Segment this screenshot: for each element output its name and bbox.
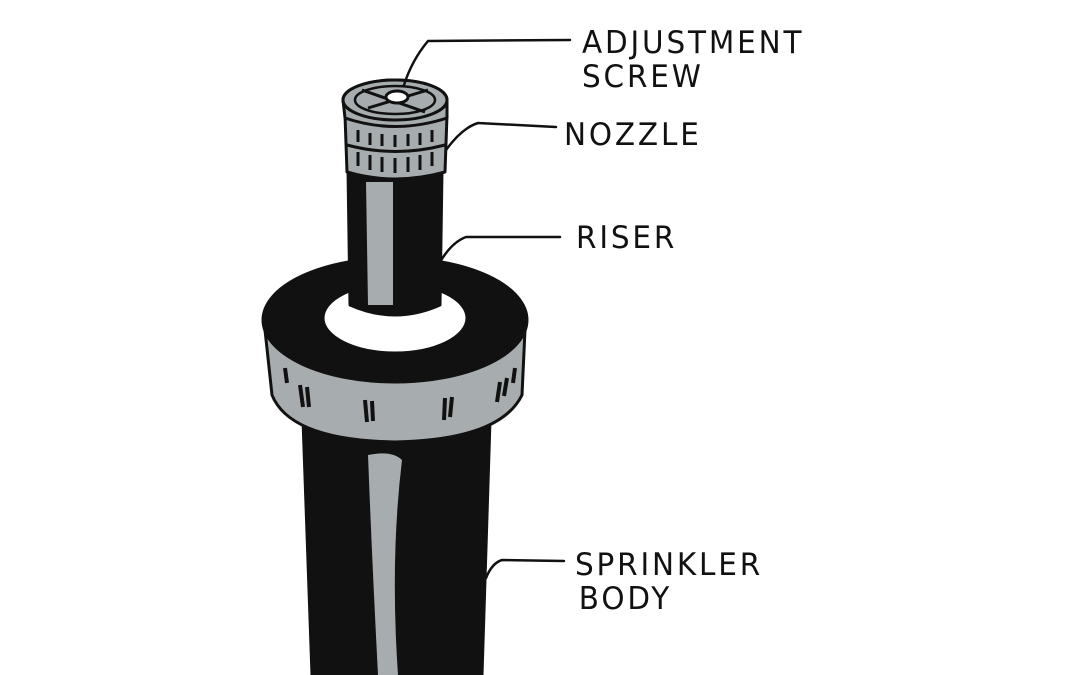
leader-sprinkler-body: [484, 558, 566, 580]
label-line: SCREW: [582, 59, 704, 95]
leader-adjustment-screw: [402, 38, 572, 87]
body-highlight: [368, 453, 402, 675]
riser-highlight: [366, 182, 393, 305]
collar-grip-marks: [283, 367, 517, 423]
label-line: ADJUSTMENT: [582, 25, 805, 61]
riser: [346, 168, 444, 317]
label-line: BODY: [578, 581, 673, 617]
adjustment-screw: [384, 89, 410, 105]
label-riser: RISER: [576, 220, 678, 256]
leader-riser: [438, 235, 562, 264]
nozzle-ridges: [356, 130, 434, 173]
label-sprinkler-body: SPRINKLER BODY: [575, 548, 763, 616]
label-nozzle: NOZZLE: [564, 117, 702, 153]
leader-nozzle: [444, 121, 558, 152]
label-line: SPRINKLER: [575, 547, 764, 583]
label-adjustment-screw: ADJUSTMENT SCREW: [582, 26, 804, 94]
